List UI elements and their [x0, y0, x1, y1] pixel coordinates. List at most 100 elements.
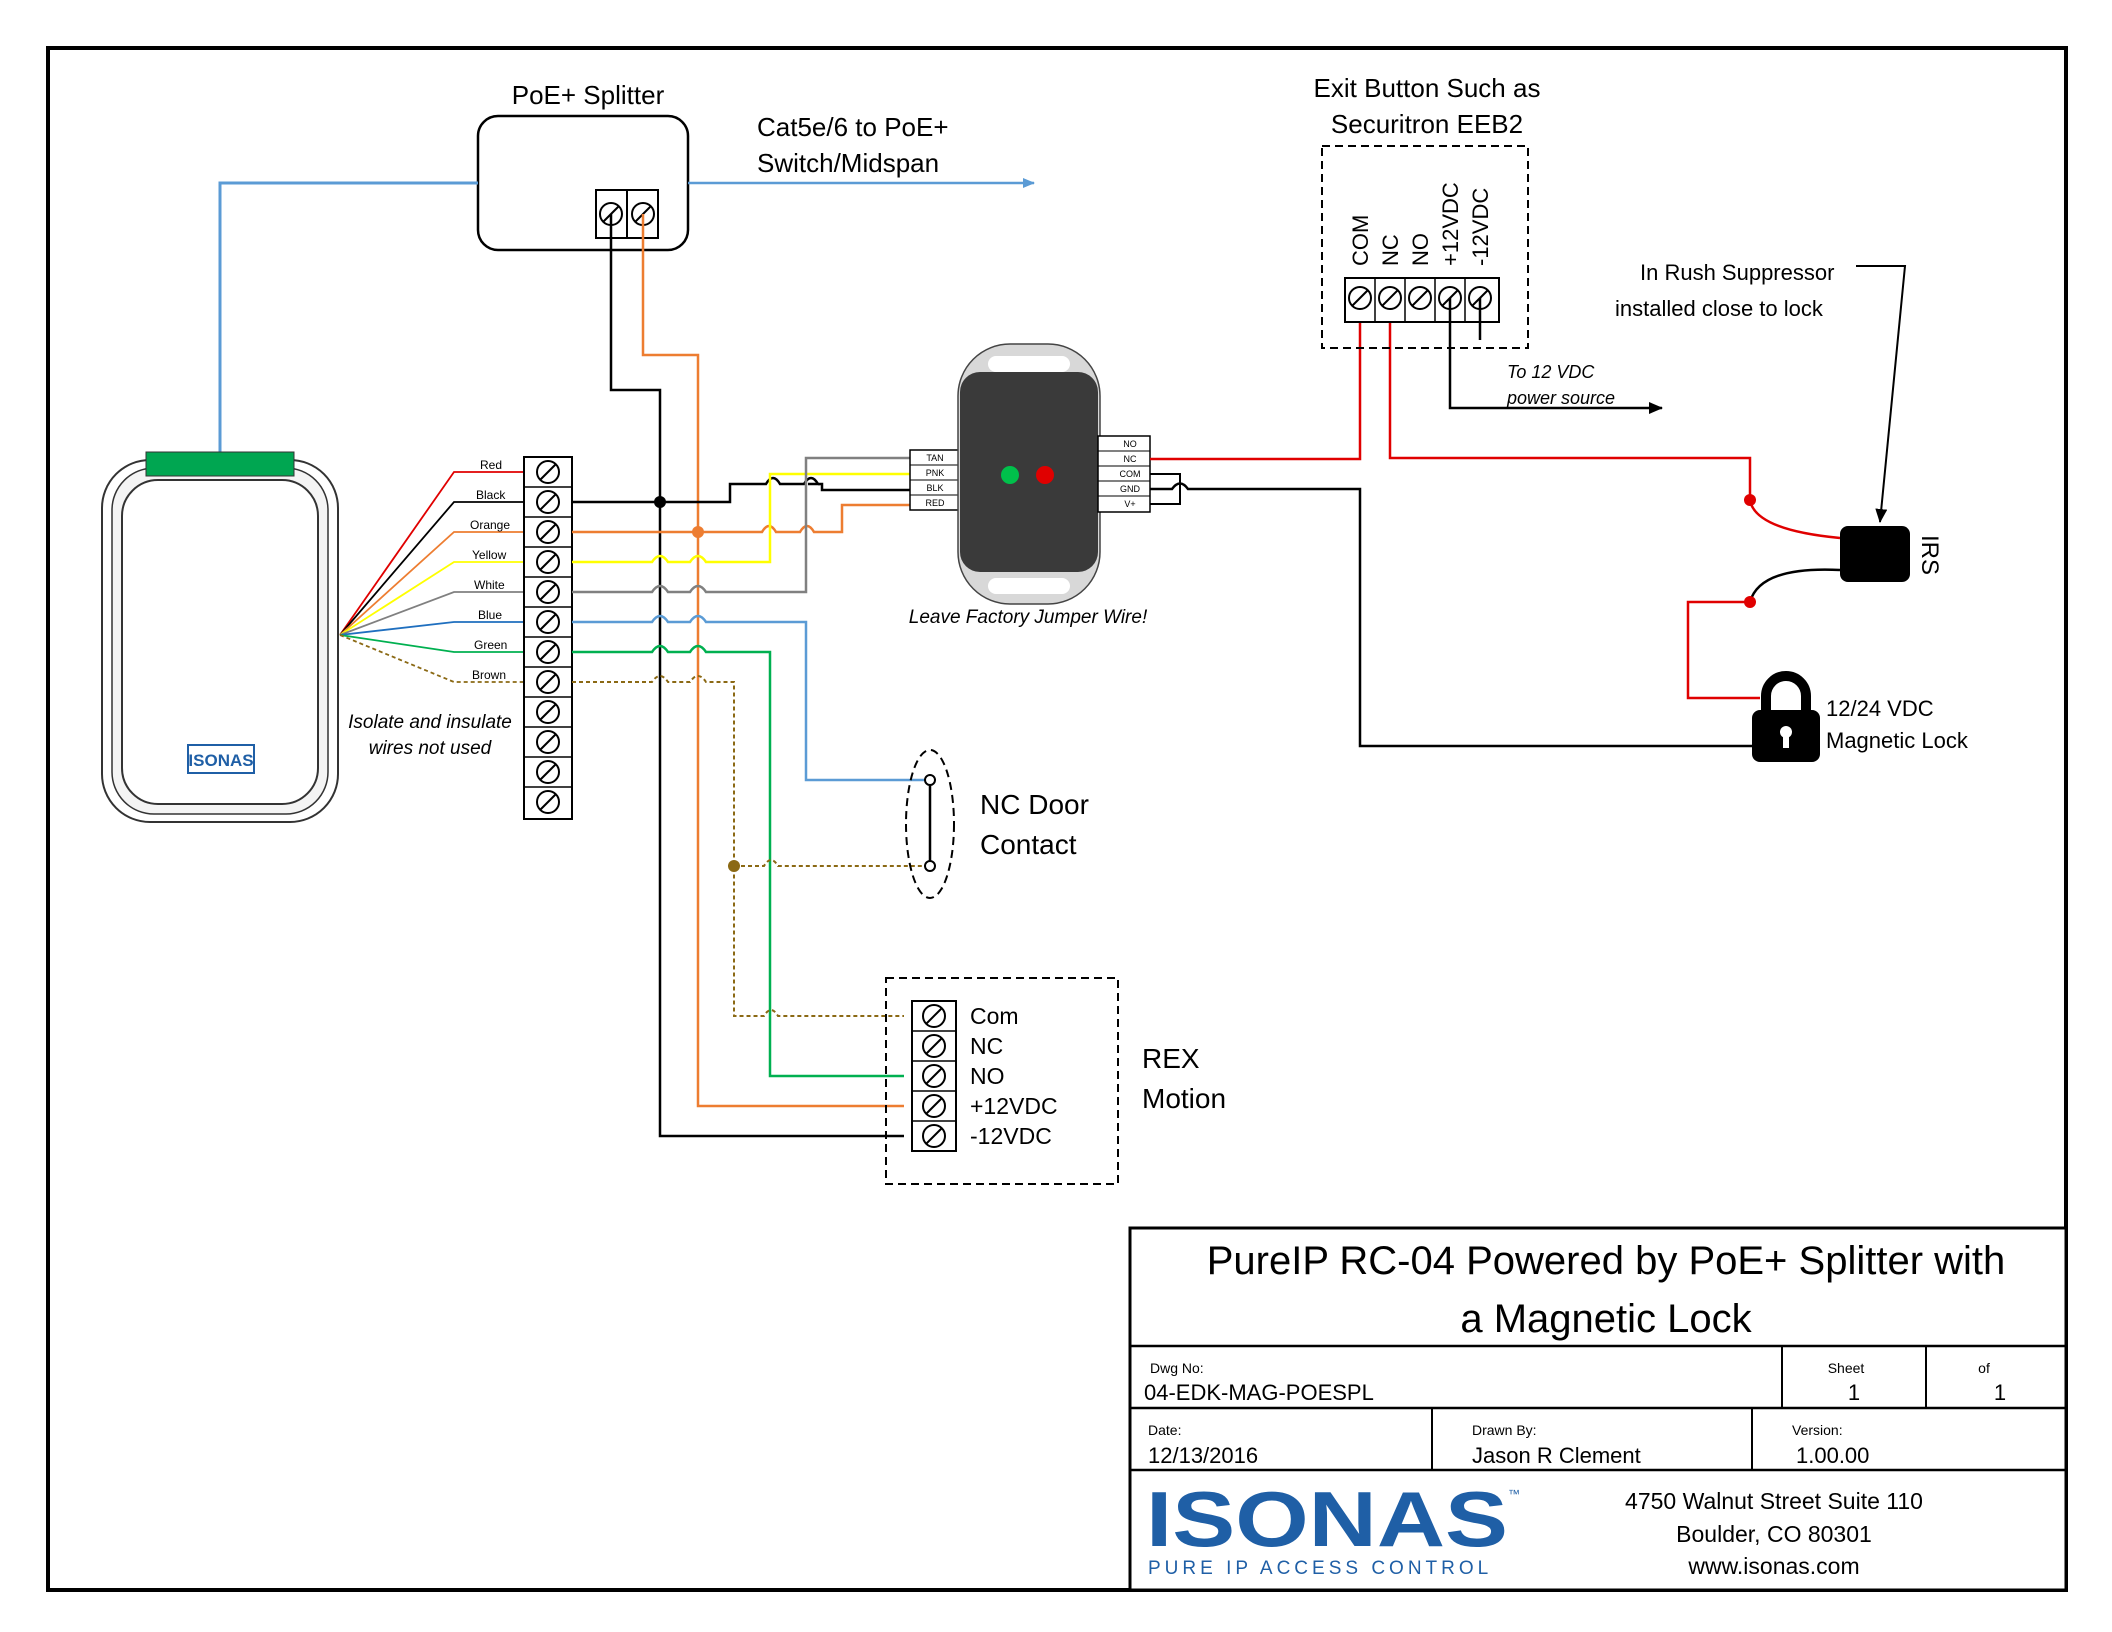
wire-label-blue: Blue — [478, 608, 502, 622]
dwg-no-label: Dwg No: — [1150, 1360, 1204, 1376]
reader-logo-plate — [187, 744, 255, 774]
irs-callout — [1856, 265, 1907, 523]
relay-pin-com: COM — [1120, 469, 1141, 479]
exit-terminal-no: NO — [1408, 233, 1433, 266]
of-label: of — [1978, 1360, 1990, 1376]
title-line2: a Magnetic Lock — [1460, 1297, 1752, 1341]
relay-pin-no: NO — [1123, 439, 1137, 449]
irs-wire-out — [1748, 568, 1841, 603]
address-line1: 4750 Walnut Street Suite 110 — [1625, 1488, 1923, 1514]
splitter-neg-wire — [609, 214, 904, 1138]
relay-pin-vplus: V+ — [1124, 499, 1135, 509]
exit-power-feed — [1448, 298, 1663, 414]
exit-title-line1: Exit Button Such as — [1314, 73, 1541, 103]
relay-gnd-to-lock — [1150, 482, 1754, 748]
wire-label-orange: Orange — [470, 518, 510, 532]
rex-terminal-pos: +12VDC — [970, 1093, 1058, 1119]
irs-wire-in — [1748, 499, 1841, 540]
address-line2: Boulder, CO 80301 — [1676, 1521, 1872, 1547]
reader-pigtail — [339, 471, 548, 683]
relay-pin-gnd: GND — [1120, 484, 1141, 494]
rex-terminal-no: NO — [970, 1063, 1005, 1089]
factory-jumper — [1150, 473, 1181, 505]
relay-pin-nc: NC — [1124, 454, 1137, 464]
dwg-no: 04-EDK-MAG-POESPL — [1144, 1380, 1374, 1405]
relay-pin-pnk: PNK — [926, 468, 945, 478]
splitter-link-line1: Cat5e/6 to PoE+ — [757, 112, 949, 142]
exit-terminal-neg: -12VDC — [1468, 188, 1493, 266]
title-line1: PureIP RC-04 Powered by PoE+ Splitter wi… — [1207, 1239, 2006, 1283]
rex-line2: Motion — [1142, 1083, 1226, 1114]
irs-node-top — [1744, 494, 1756, 506]
date-label: Date: — [1148, 1422, 1181, 1438]
reader-led-bar — [145, 451, 295, 477]
exit-power-line1: To 12 VDC — [1507, 362, 1595, 382]
splitter-pos-wire — [641, 214, 904, 1108]
wire-label-brown: Brown — [472, 668, 506, 682]
sheet-value: 1 — [1848, 1380, 1860, 1405]
reader-terminal-strip — [523, 456, 573, 820]
version-value: 1.00.00 — [1796, 1443, 1869, 1468]
exit-nc-to-irs — [1388, 298, 1752, 500]
wire-label-green: Green — [474, 638, 507, 652]
rex-motion: Com NC NO +12VDC -12VDC — [885, 977, 1119, 1185]
reader-logo: ISONAS — [188, 751, 253, 770]
reader-note-line1: Isolate and insulate — [348, 712, 512, 733]
lock-line2: Magnetic Lock — [1826, 728, 1969, 753]
wire-label-black: Black — [476, 488, 506, 502]
wire-label-yellow: Yellow — [472, 548, 507, 562]
website: www.isonas.com — [1687, 1553, 1859, 1579]
exit-title-line2: Securitron EEB2 — [1331, 109, 1523, 139]
rex-terminal-nc: NC — [970, 1033, 1003, 1059]
poe-splitter: PoE+ Splitter Cat5e/6 to PoE+ Switch/Mid… — [476, 80, 949, 252]
door-contact-line1: NC Door — [980, 789, 1089, 820]
page-border — [46, 46, 2068, 1592]
isonas-logo: ISONAS — [1146, 1475, 1508, 1563]
relay-note: Leave Factory Jumper Wire! — [909, 607, 1148, 628]
rex-line1: REX — [1142, 1043, 1200, 1074]
relay-pin-tan: TAN — [926, 453, 943, 463]
sheet-label: Sheet — [1828, 1360, 1865, 1376]
splitter-link-line2: Switch/Midspan — [757, 148, 939, 178]
reader-ethernet-cable — [218, 181, 478, 452]
wire-label-white: White — [474, 578, 505, 592]
wire-label-red: Red — [480, 458, 502, 472]
irs-to-lock — [1686, 600, 1760, 700]
exit-terminal-com: COM — [1348, 215, 1373, 266]
relay-module: TAN PNK BLK RED NO NC COM GND V+ — [909, 343, 1151, 605]
field-wiring — [572, 456, 930, 1078]
isonas-logo-tm: ™ — [1508, 1487, 1520, 1501]
exit-terminal-nc: NC — [1378, 234, 1403, 266]
irs-label: IRS — [1916, 535, 1943, 575]
drawn-by-value: Jason R Clement — [1472, 1443, 1641, 1468]
relay-pin-red: RED — [925, 498, 945, 508]
date-value: 12/13/2016 — [1148, 1443, 1258, 1468]
exit-terminal-pos: +12VDC — [1438, 182, 1463, 266]
drawn-by-label: Drawn By: — [1472, 1422, 1537, 1438]
junction-brown — [728, 860, 740, 872]
of-value: 1 — [1994, 1380, 2006, 1405]
rex-terminal-neg: -12VDC — [970, 1123, 1052, 1149]
irs-note-line2: installed close to lock — [1615, 296, 1824, 321]
reader: ISONAS — [101, 451, 339, 823]
reader-wire-labels: Red Black Orange Yellow White Blue Green… — [470, 458, 510, 682]
relay-led-red — [1036, 466, 1054, 484]
isonas-tagline: PURE IP ACCESS CONTROL — [1148, 1558, 1492, 1579]
irs-note-line1: In Rush Suppressor — [1640, 260, 1834, 285]
relay-nc-to-exit-com — [1150, 298, 1362, 461]
title-block: PureIP RC-04 Powered by PoE+ Splitter wi… — [1128, 1226, 2068, 1592]
version-label: Version: — [1792, 1422, 1843, 1438]
splitter-title: PoE+ Splitter — [512, 80, 665, 110]
irs-module — [1840, 526, 1910, 582]
reader-note-line2: wires not used — [369, 738, 493, 759]
lock-line1: 12/24 VDC — [1826, 696, 1934, 721]
exit-power-line2: power source — [1506, 388, 1615, 408]
junction-black — [654, 496, 666, 508]
door-contact — [905, 749, 955, 899]
relay-pin-blk: BLK — [926, 483, 943, 493]
door-contact-line2: Contact — [980, 829, 1077, 860]
exit-button: Exit Button Such as Securitron EEB2 COM … — [1314, 73, 1541, 349]
junction-orange — [692, 526, 704, 538]
padlock-icon — [1752, 671, 1820, 762]
